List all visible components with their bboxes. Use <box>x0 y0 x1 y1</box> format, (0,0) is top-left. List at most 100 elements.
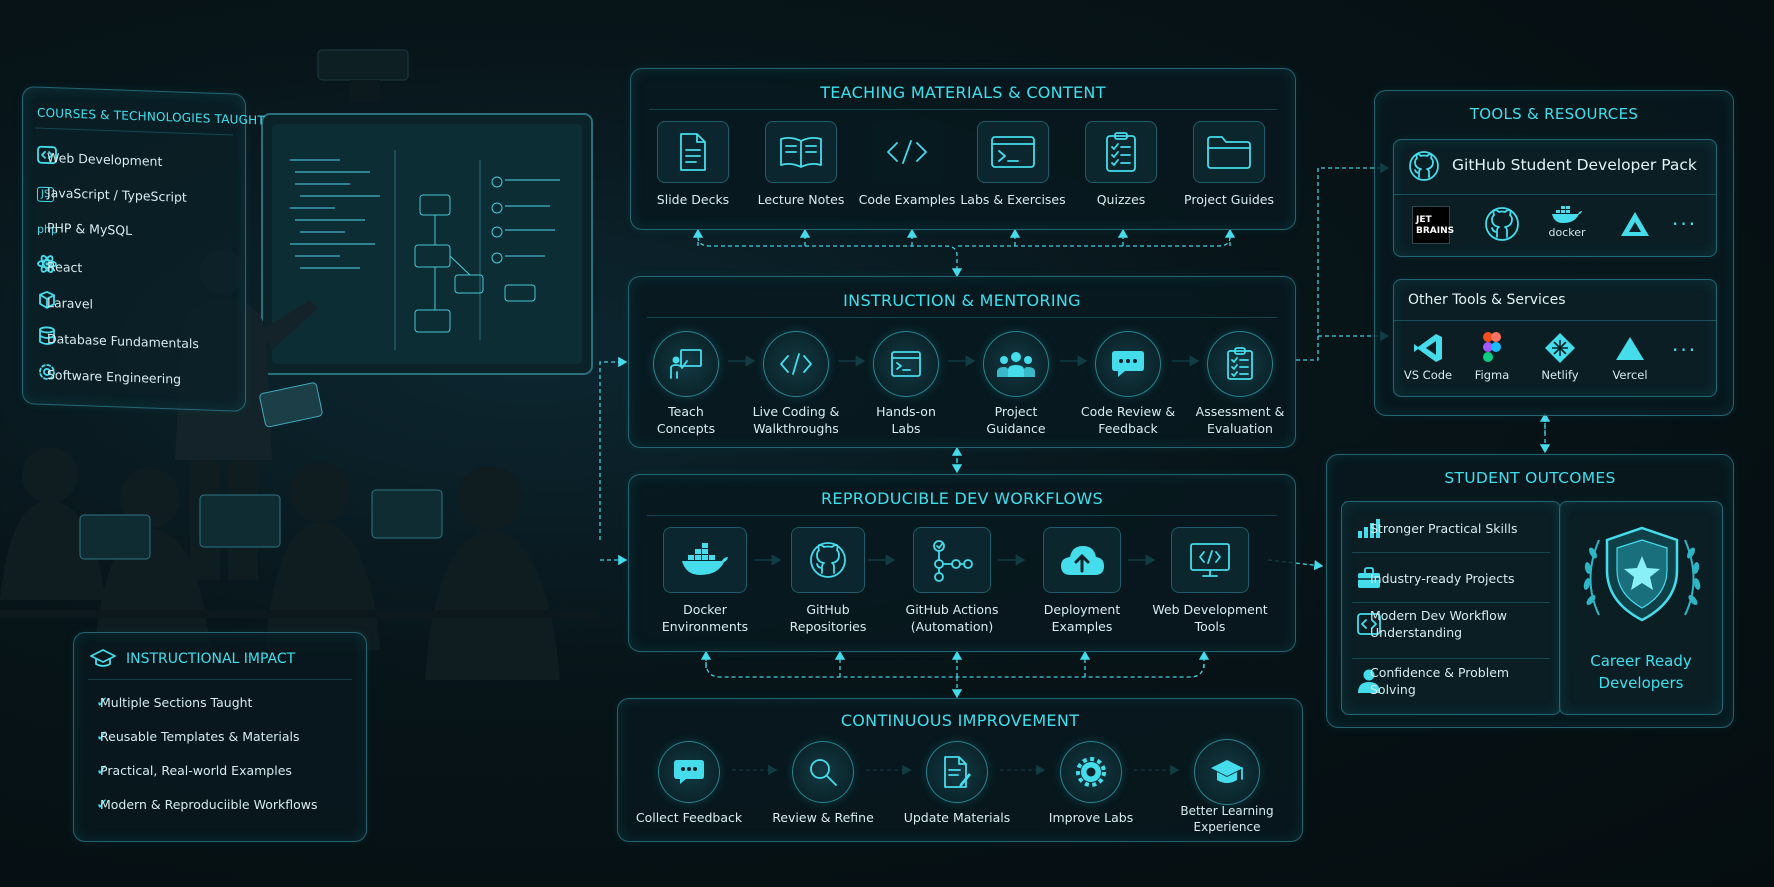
improvement-panel: CONTINUOUS IMPROVEMENT Collect Feedback … <box>617 698 1303 842</box>
github-actions-label: GitHub Actions(Automation) <box>905 602 999 634</box>
book-icon <box>780 136 822 168</box>
assessment-step <box>1207 331 1273 397</box>
courses-divider <box>35 127 233 136</box>
materials-title: TEACHING MATERIALS & CONTENT <box>820 83 1106 102</box>
chat-icon <box>1112 351 1144 377</box>
course-item: JS JavaScript / TypeScript <box>37 182 187 204</box>
check-icon: ✓ <box>96 795 109 813</box>
course-label: PHP & MySQL <box>47 219 133 238</box>
slide-decks-tile <box>657 121 729 183</box>
better-learning-step <box>1194 739 1260 805</box>
outcomes-title: STUDENT OUTCOMES <box>1444 469 1616 487</box>
bar-chart-icon <box>1358 519 1380 538</box>
docker-logo: docker <box>1542 202 1592 239</box>
monitor-code-icon <box>1190 543 1230 577</box>
project-guides-label: Project Guides <box>1184 192 1274 207</box>
code-review-step <box>1095 331 1161 397</box>
assessment-label: Assessment &Evaluation <box>1195 404 1285 436</box>
pack-divider <box>1394 194 1716 195</box>
search-icon <box>810 759 837 786</box>
cloud-upload-icon <box>1061 546 1104 575</box>
check-icon: ✓ <box>96 693 109 711</box>
laravel-icon <box>37 290 61 315</box>
react-icon <box>37 254 61 279</box>
more-icon[interactable]: ··· <box>1672 212 1698 236</box>
vscode-icon <box>1414 334 1442 362</box>
tools-panel: TOOLS & RESOURCES GitHub Student Develop… <box>1374 90 1734 416</box>
course-item: php PHP & MySQL <box>37 218 132 238</box>
materials-panel: TEACHING MATERIALS & CONTENT Slide Decks… <box>630 68 1296 230</box>
collect-feedback-label: Collect Feedback <box>635 810 743 825</box>
gear-icon <box>1076 757 1106 787</box>
impact-label: Multiple Sections Taught <box>100 694 253 710</box>
live-coding-label: Live Coding &Walkthroughs <box>752 404 840 436</box>
other-tools-card: Other Tools & Services VS Code Figma Net… <box>1393 279 1717 397</box>
checklist-icon <box>1106 132 1136 172</box>
outcome-divider <box>1352 658 1550 659</box>
terminal-icon <box>991 136 1035 168</box>
more-icon[interactable]: ··· <box>1672 338 1698 362</box>
workflows-divider <box>647 515 1277 516</box>
github-repos-tile <box>791 527 865 593</box>
person-icon <box>1358 669 1380 693</box>
github-icon <box>1408 150 1440 186</box>
improve-labs-step <box>1060 741 1122 803</box>
impact-item: ✓ Practical, Real-world Examples <box>96 761 292 779</box>
vercel-icon <box>1616 337 1644 360</box>
vscode-tool: VS Code <box>1398 332 1458 382</box>
presenter-icon <box>670 349 702 379</box>
course-label: JavaScript / TypeScript <box>47 184 187 205</box>
course-label: React <box>47 258 83 275</box>
impact-divider <box>88 679 352 680</box>
figma-tool: Figma <box>1464 332 1520 382</box>
quizzes-label: Quizzes <box>1096 192 1146 207</box>
course-item: Laravel <box>37 290 93 315</box>
classroom-scene <box>0 49 600 680</box>
docker-icon <box>682 543 728 575</box>
collect-feedback-step <box>658 741 720 803</box>
update-materials-label: Update Materials <box>903 810 1011 825</box>
impact-item: ✓ Reusable Templates & Materials <box>96 727 300 745</box>
code-examples-tile <box>871 121 943 183</box>
hands-on-labs-step <box>873 331 939 397</box>
courses-panel: COURSES & TECHNOLOGIES TAUGHT Web Develo… <box>22 86 265 412</box>
chat-icon <box>674 760 704 784</box>
graduation-cap-icon <box>1211 760 1243 783</box>
labs-exercises-tile <box>977 121 1049 183</box>
gear-icon <box>37 362 61 387</box>
live-coding-step <box>763 331 829 397</box>
courses-title: COURSES & TECHNOLOGIES TAUGHT <box>37 105 265 128</box>
course-label: Database Fundamentals <box>47 330 199 351</box>
check-icon: ✓ <box>96 727 109 745</box>
figma-icon <box>1483 332 1501 362</box>
github-actions-tile <box>913 527 991 593</box>
terminal-icon <box>891 351 921 377</box>
labs-exercises-label: Labs & Exercises <box>960 192 1066 207</box>
tools-title: TOOLS & RESOURCES <box>1469 105 1639 123</box>
folder-icon <box>1207 136 1251 169</box>
impact-title: INSTRUCTIONAL IMPACT <box>126 651 296 667</box>
outcomes-list: Stronger Practical Skills Industry-ready… <box>1341 501 1561 715</box>
project-guidance-step <box>983 331 1049 397</box>
review-refine-label: Review & Refine <box>772 810 874 825</box>
github-logo-icon <box>1484 206 1520 246</box>
slide-decks-label: Slide Decks <box>656 192 730 207</box>
code-review-label: Code Review &Feedback <box>1080 404 1176 436</box>
graduation-cap-icon <box>90 647 116 673</box>
outcome-item: Industry-ready Projects <box>1356 566 1515 590</box>
course-item: Database Fundamentals <box>37 326 199 351</box>
deployment-tile <box>1043 527 1121 593</box>
code-examples-label: Code Examples <box>858 192 956 207</box>
